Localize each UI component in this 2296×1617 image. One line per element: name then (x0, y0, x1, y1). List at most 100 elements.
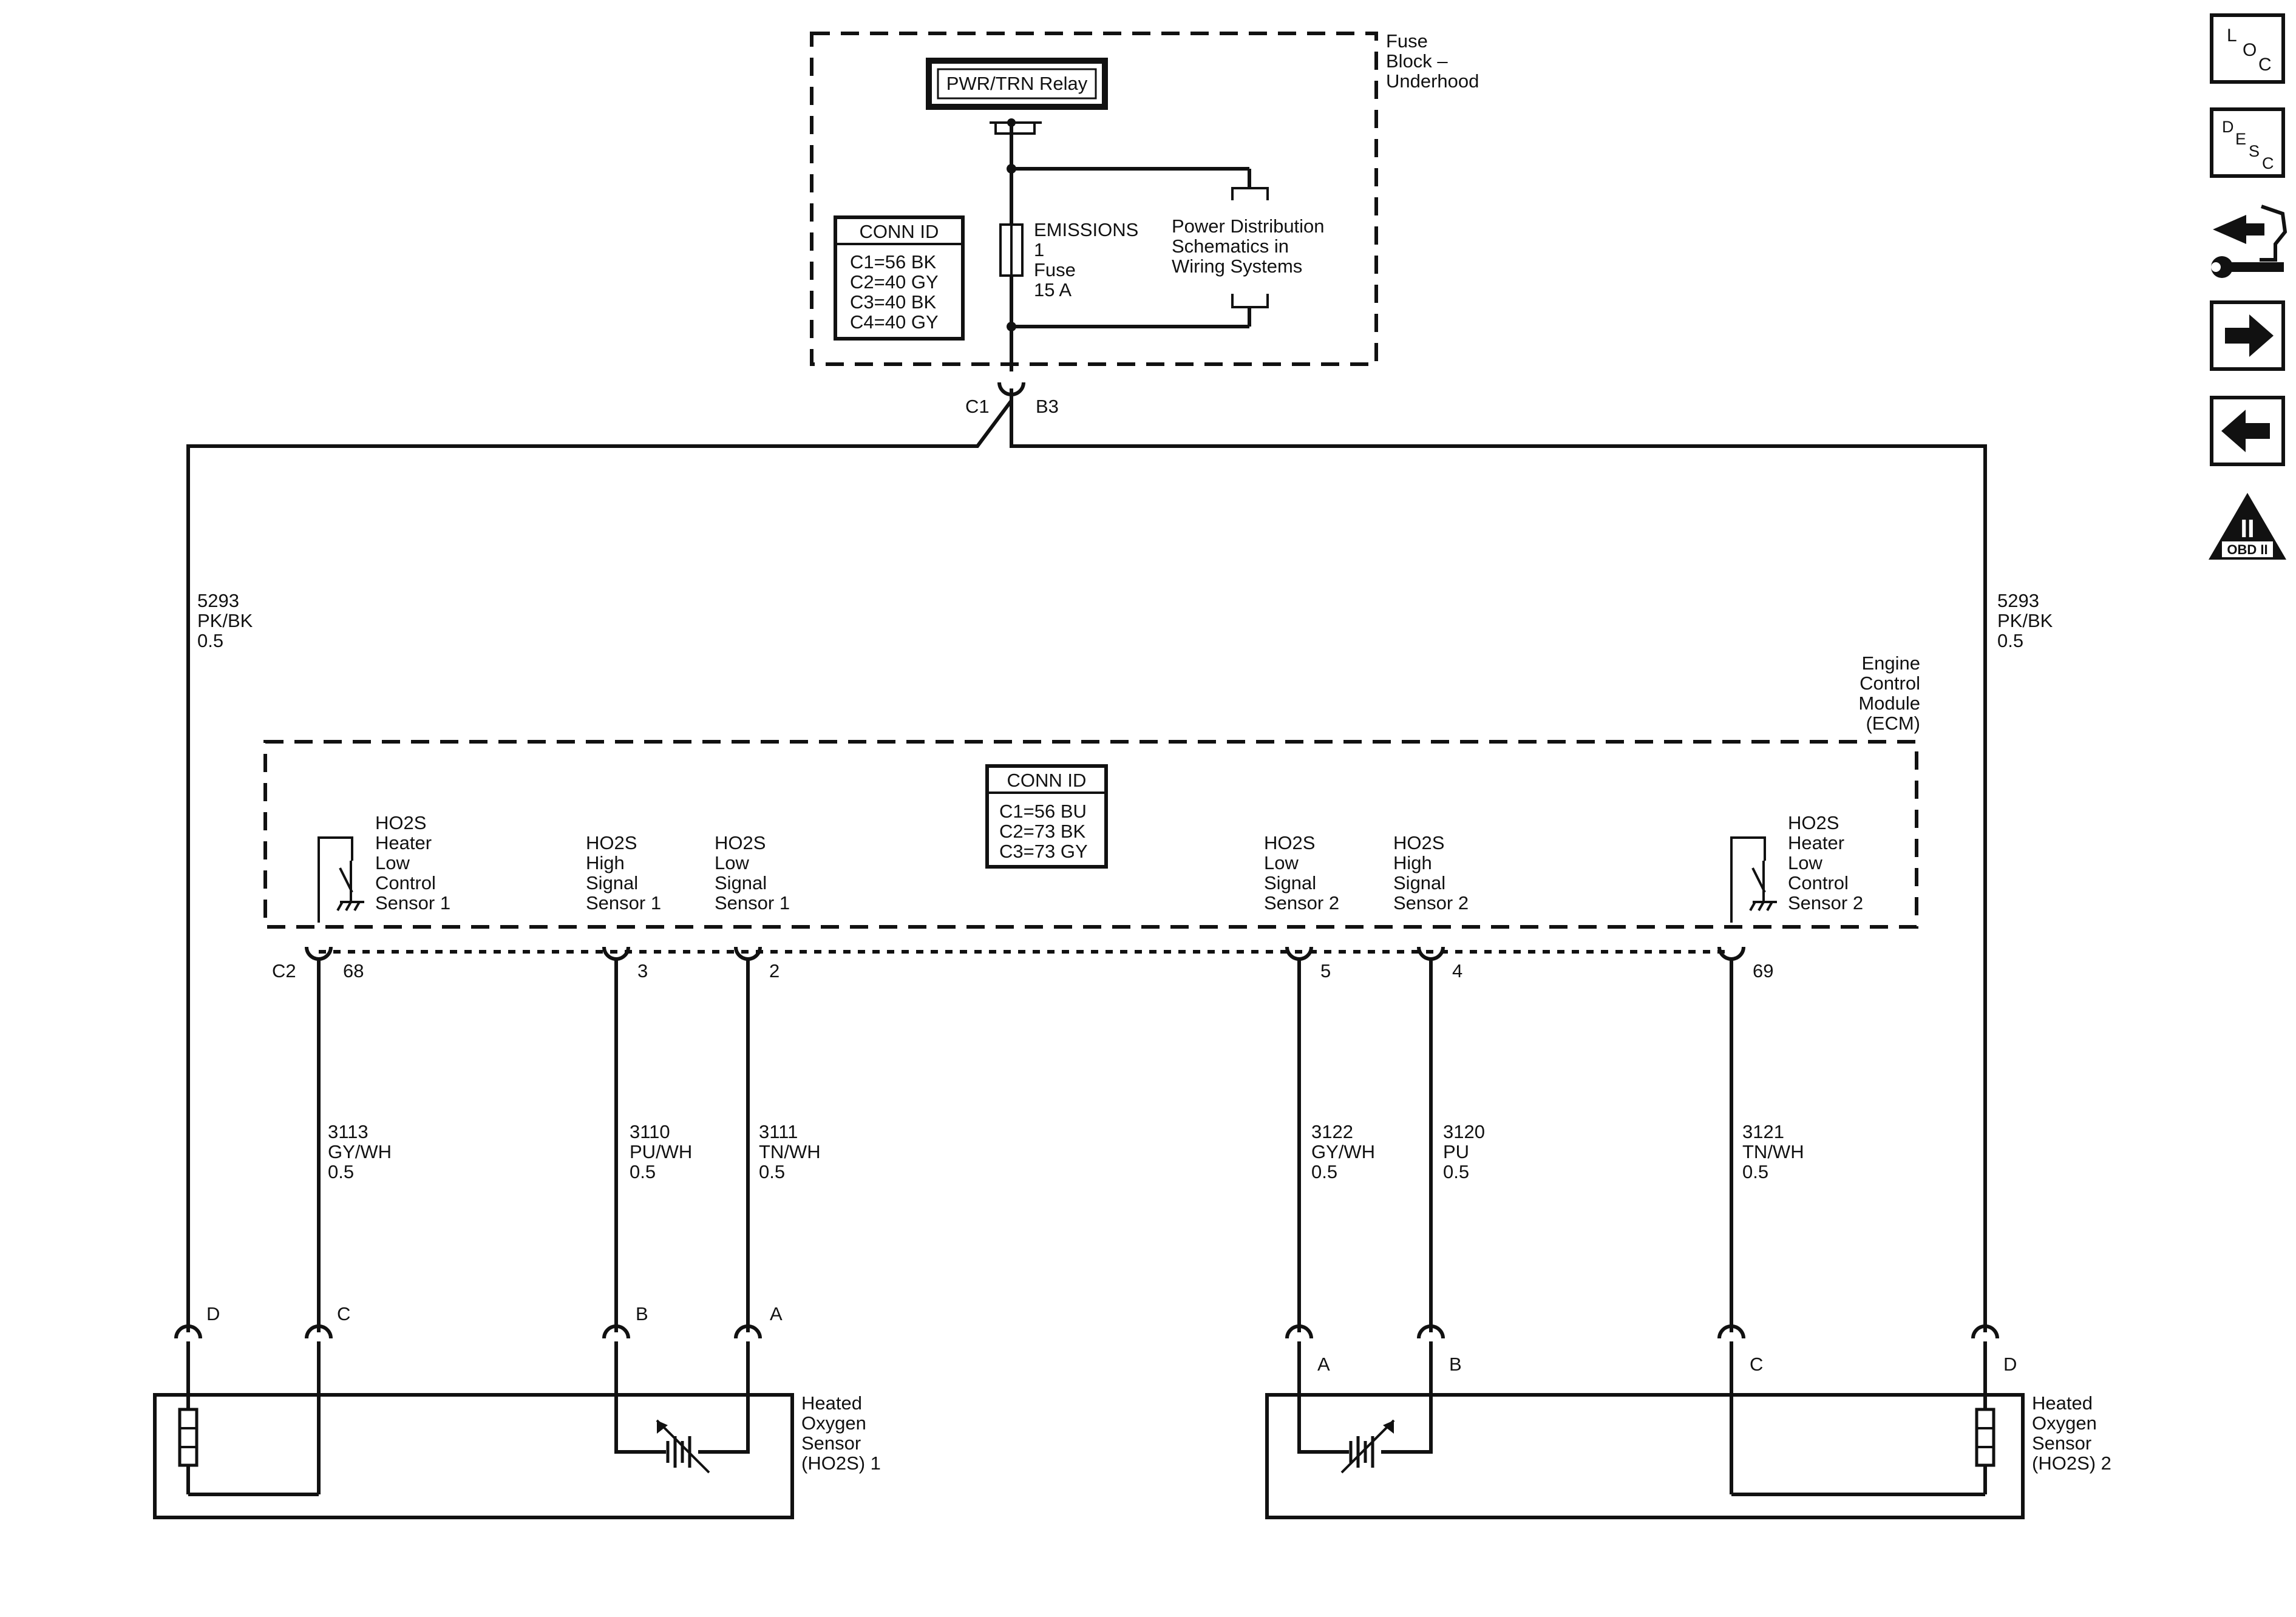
ecm-circuit-heater-1-label: HO2S Heater Low Control Sensor 1 (375, 812, 450, 914)
pin-68: 68 (343, 960, 364, 981)
svg-text:Low: Low (375, 852, 410, 873)
svg-text:TN/WH: TN/WH (1742, 1141, 1804, 1162)
svg-text:CONN ID: CONN ID (1007, 770, 1087, 791)
svg-text:Sensor 2: Sensor 2 (1788, 892, 1863, 914)
location-button[interactable]: L O C (2210, 13, 2285, 84)
svg-text:S: S (2249, 142, 2260, 160)
svg-text:Sensor 1: Sensor 1 (375, 892, 450, 914)
svg-text:C3=40 BK: C3=40 BK (850, 291, 937, 313)
ecm-circuit-low-signal-2-label: HO2S Low Signal Sensor 2 (1264, 832, 1339, 914)
svg-text:Sensor 2: Sensor 2 (1264, 892, 1339, 914)
fuse-block-title-2: Block – (1386, 50, 1448, 72)
heater-switch-1 (318, 836, 364, 923)
svg-text:II: II (2240, 514, 2254, 543)
svg-text:A: A (1317, 1354, 1330, 1375)
svg-text:Module: Module (1858, 693, 1920, 714)
pin-3: 3 (637, 960, 648, 981)
pin-2: 2 (769, 960, 779, 981)
svg-text:O: O (2243, 40, 2257, 60)
svg-text:0.5: 0.5 (630, 1161, 656, 1182)
arrow-right-icon (2225, 314, 2274, 357)
svg-text:PK/BK: PK/BK (1997, 610, 2053, 631)
svg-text:3121: 3121 (1742, 1121, 1784, 1142)
svg-text:Oxygen: Oxygen (801, 1412, 866, 1434)
svg-text:C2=40 GY: C2=40 GY (850, 271, 939, 293)
connector-tools-icon[interactable] (2211, 205, 2288, 278)
sensor-1-body (153, 1393, 794, 1519)
svg-text:C: C (2258, 55, 2272, 75)
svg-text:0.5: 0.5 (1311, 1161, 1337, 1182)
pin-5: 5 (1320, 960, 1331, 981)
ecm-conn-id: CONN ID C1=56 BU C2=73 BK C3=73 GY (985, 764, 1108, 869)
svg-text:C3=73 GY: C3=73 GY (999, 841, 1088, 862)
ecm-circuit-low-signal-1-label: HO2S Low Signal Sensor 1 (715, 832, 790, 914)
svg-text:Sensor: Sensor (2032, 1432, 2091, 1454)
svg-text:Signal: Signal (1264, 872, 1316, 893)
svg-text:C: C (2262, 154, 2274, 172)
sensor-1-element-icon (656, 1419, 710, 1474)
svg-text:HO2S: HO2S (1264, 832, 1315, 853)
svg-text:Sensor 1: Sensor 1 (586, 892, 661, 914)
svg-text:C1=56 BK: C1=56 BK (850, 251, 937, 273)
pin-69: 69 (1753, 960, 1773, 981)
svg-text:PU: PU (1443, 1141, 1469, 1162)
obd-ii-badge: II OBD II (2209, 493, 2286, 560)
svg-text:0.5: 0.5 (1997, 630, 2023, 651)
svg-text:TN/WH: TN/WH (759, 1141, 821, 1162)
svg-text:5293: 5293 (1997, 590, 2039, 611)
svg-text:(HO2S) 1: (HO2S) 1 (801, 1453, 881, 1474)
svg-text:Engine: Engine (1861, 653, 1920, 674)
svg-text:Control: Control (1788, 872, 1849, 893)
svg-text:Heater: Heater (375, 832, 432, 853)
svg-text:Heated: Heated (2032, 1392, 2093, 1414)
svg-text:C2=73 BK: C2=73 BK (999, 821, 1086, 842)
svg-text:Sensor 1: Sensor 1 (715, 892, 790, 914)
svg-text:HO2S: HO2S (1788, 812, 1839, 833)
ecm-circuit-heater-2-label: HO2S Heater Low Control Sensor 2 (1788, 812, 1863, 914)
fuse-label-3: Fuse (1034, 259, 1076, 280)
fuse-block-outline (810, 32, 1378, 366)
next-page-button[interactable] (2210, 300, 2285, 371)
svg-text:B: B (1449, 1354, 1462, 1375)
signal-wires: 68 3 2 5 4 69 3113 GY/WH 0.5 3110 PU/WH … (305, 946, 1804, 1332)
sensor-2-heater-icon (1975, 1408, 1995, 1467)
feed-wires: 5293 PK/BK 0.5 5293 PK/BK 0.5 (186, 388, 2053, 1332)
svg-text:C: C (1750, 1354, 1763, 1375)
arrow-left-icon (2221, 410, 2270, 452)
svg-text:HO2S: HO2S (586, 832, 637, 853)
svg-text:B: B (636, 1303, 648, 1324)
svg-text:A: A (770, 1303, 783, 1324)
pwr-trn-relay-label: PWR/TRN Relay (946, 73, 1088, 94)
svg-text:Signal: Signal (586, 872, 638, 893)
svg-text:Signal: Signal (715, 872, 767, 893)
svg-text:(HO2S) 2: (HO2S) 2 (2032, 1453, 2111, 1474)
svg-text:Control: Control (1860, 673, 1920, 694)
svg-text:Heater: Heater (1788, 832, 1844, 853)
svg-text:Oxygen: Oxygen (2032, 1412, 2097, 1434)
svg-text:D: D (206, 1303, 220, 1324)
svg-text:E: E (2235, 130, 2246, 148)
fuse-block-title-1: Fuse (1386, 30, 1428, 52)
ecm-circuit-high-signal-1-label: HO2S High Signal Sensor 1 (586, 832, 661, 914)
svg-text:D: D (2003, 1354, 2017, 1375)
svg-text:HO2S: HO2S (715, 832, 766, 853)
svg-text:C1=56 BU: C1=56 BU (999, 801, 1087, 822)
svg-text:HO2S: HO2S (375, 812, 426, 833)
power-dist-label-1: Power Distribution (1172, 215, 1325, 237)
sensor-2-body (1265, 1393, 2025, 1519)
svg-text:OBD II: OBD II (2227, 542, 2267, 557)
svg-text:Low: Low (715, 852, 749, 873)
svg-text:CONN ID: CONN ID (860, 221, 939, 242)
previous-page-button[interactable] (2210, 396, 2285, 466)
fuse-label-4: 15 A (1034, 279, 1072, 300)
svg-text:Low: Low (1788, 852, 1822, 873)
power-dist-label-2: Schematics in (1172, 236, 1289, 257)
description-button[interactable]: D E S C (2210, 107, 2285, 178)
svg-text:Sensor 2: Sensor 2 (1393, 892, 1469, 914)
pin-4: 4 (1452, 960, 1462, 981)
svg-text:GY/WH: GY/WH (1311, 1141, 1375, 1162)
svg-text:High: High (1393, 852, 1432, 873)
svg-text:3122: 3122 (1311, 1121, 1353, 1142)
svg-text:PK/BK: PK/BK (197, 610, 253, 631)
